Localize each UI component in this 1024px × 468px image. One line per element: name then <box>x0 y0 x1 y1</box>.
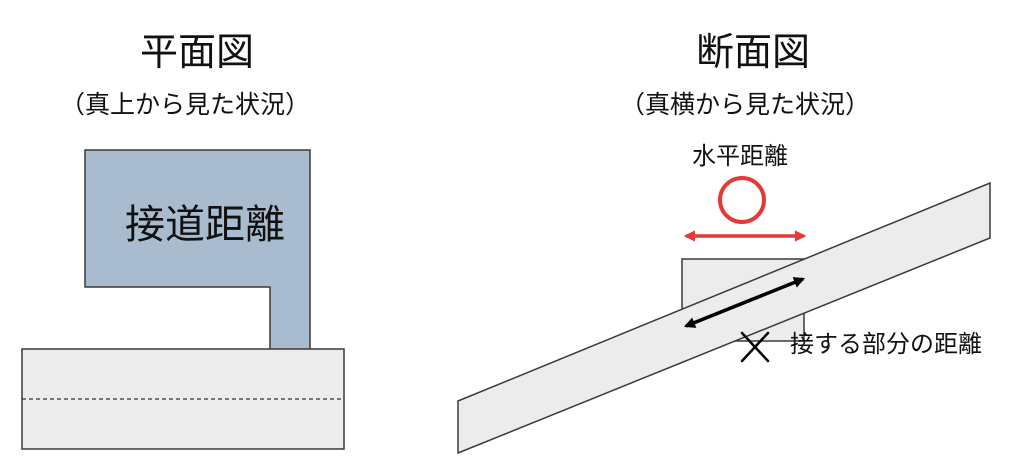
section-title: 断面図 <box>696 30 811 74</box>
incorrect-cross-icon <box>740 331 770 363</box>
plan-subtitle: （真上から見た状況） <box>60 90 311 119</box>
section-road <box>457 181 991 455</box>
correct-circle-icon <box>718 176 766 224</box>
contact-distance-arrow <box>683 277 806 328</box>
plan-lot-label: 接道距離 <box>125 202 285 248</box>
horizontal-distance-label: 水平距離 <box>692 142 788 170</box>
contact-distance-label: 接する部分の距離 <box>790 330 982 358</box>
plan-title: 平面図 <box>140 30 255 74</box>
plan-lot <box>84 149 311 351</box>
section-subtitle: （真横から見た状況） <box>620 90 871 119</box>
